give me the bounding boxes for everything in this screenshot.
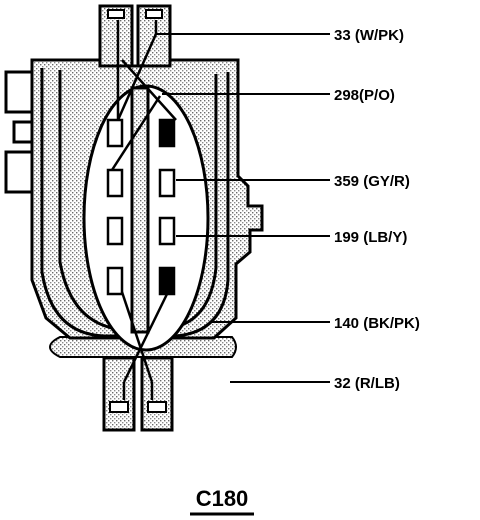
left-latch-tabs <box>4 70 34 194</box>
wire-label-298: 298(P/O) <box>334 87 395 104</box>
callout-lines <box>156 33 330 383</box>
wire-label-32: 32 (R/LB) <box>334 375 400 392</box>
cavity-left-4 <box>106 266 124 296</box>
housing-inner-contour <box>40 68 230 338</box>
cavity-right-4-plugged <box>158 266 176 296</box>
wire-label-359: 359 (GY/R) <box>334 173 410 190</box>
cavity-right-1-plugged <box>158 118 176 148</box>
cavity-left-1 <box>106 118 124 148</box>
terminal-cavities <box>106 118 176 296</box>
top-terminal-left <box>98 4 134 68</box>
connector-title: C180 <box>196 486 249 511</box>
wire-label-140: 140 (BK/PK) <box>334 315 420 332</box>
cavity-right-3 <box>158 216 176 246</box>
center-divider <box>130 86 150 334</box>
cavity-right-2 <box>158 168 176 198</box>
cavity-left-3 <box>106 216 124 246</box>
cavity-left-2 <box>106 168 124 198</box>
wire-label-199: 199 (LB/Y) <box>334 229 407 246</box>
routing-lines <box>110 20 177 400</box>
wire-label-33: 33 (W/PK) <box>334 27 404 44</box>
